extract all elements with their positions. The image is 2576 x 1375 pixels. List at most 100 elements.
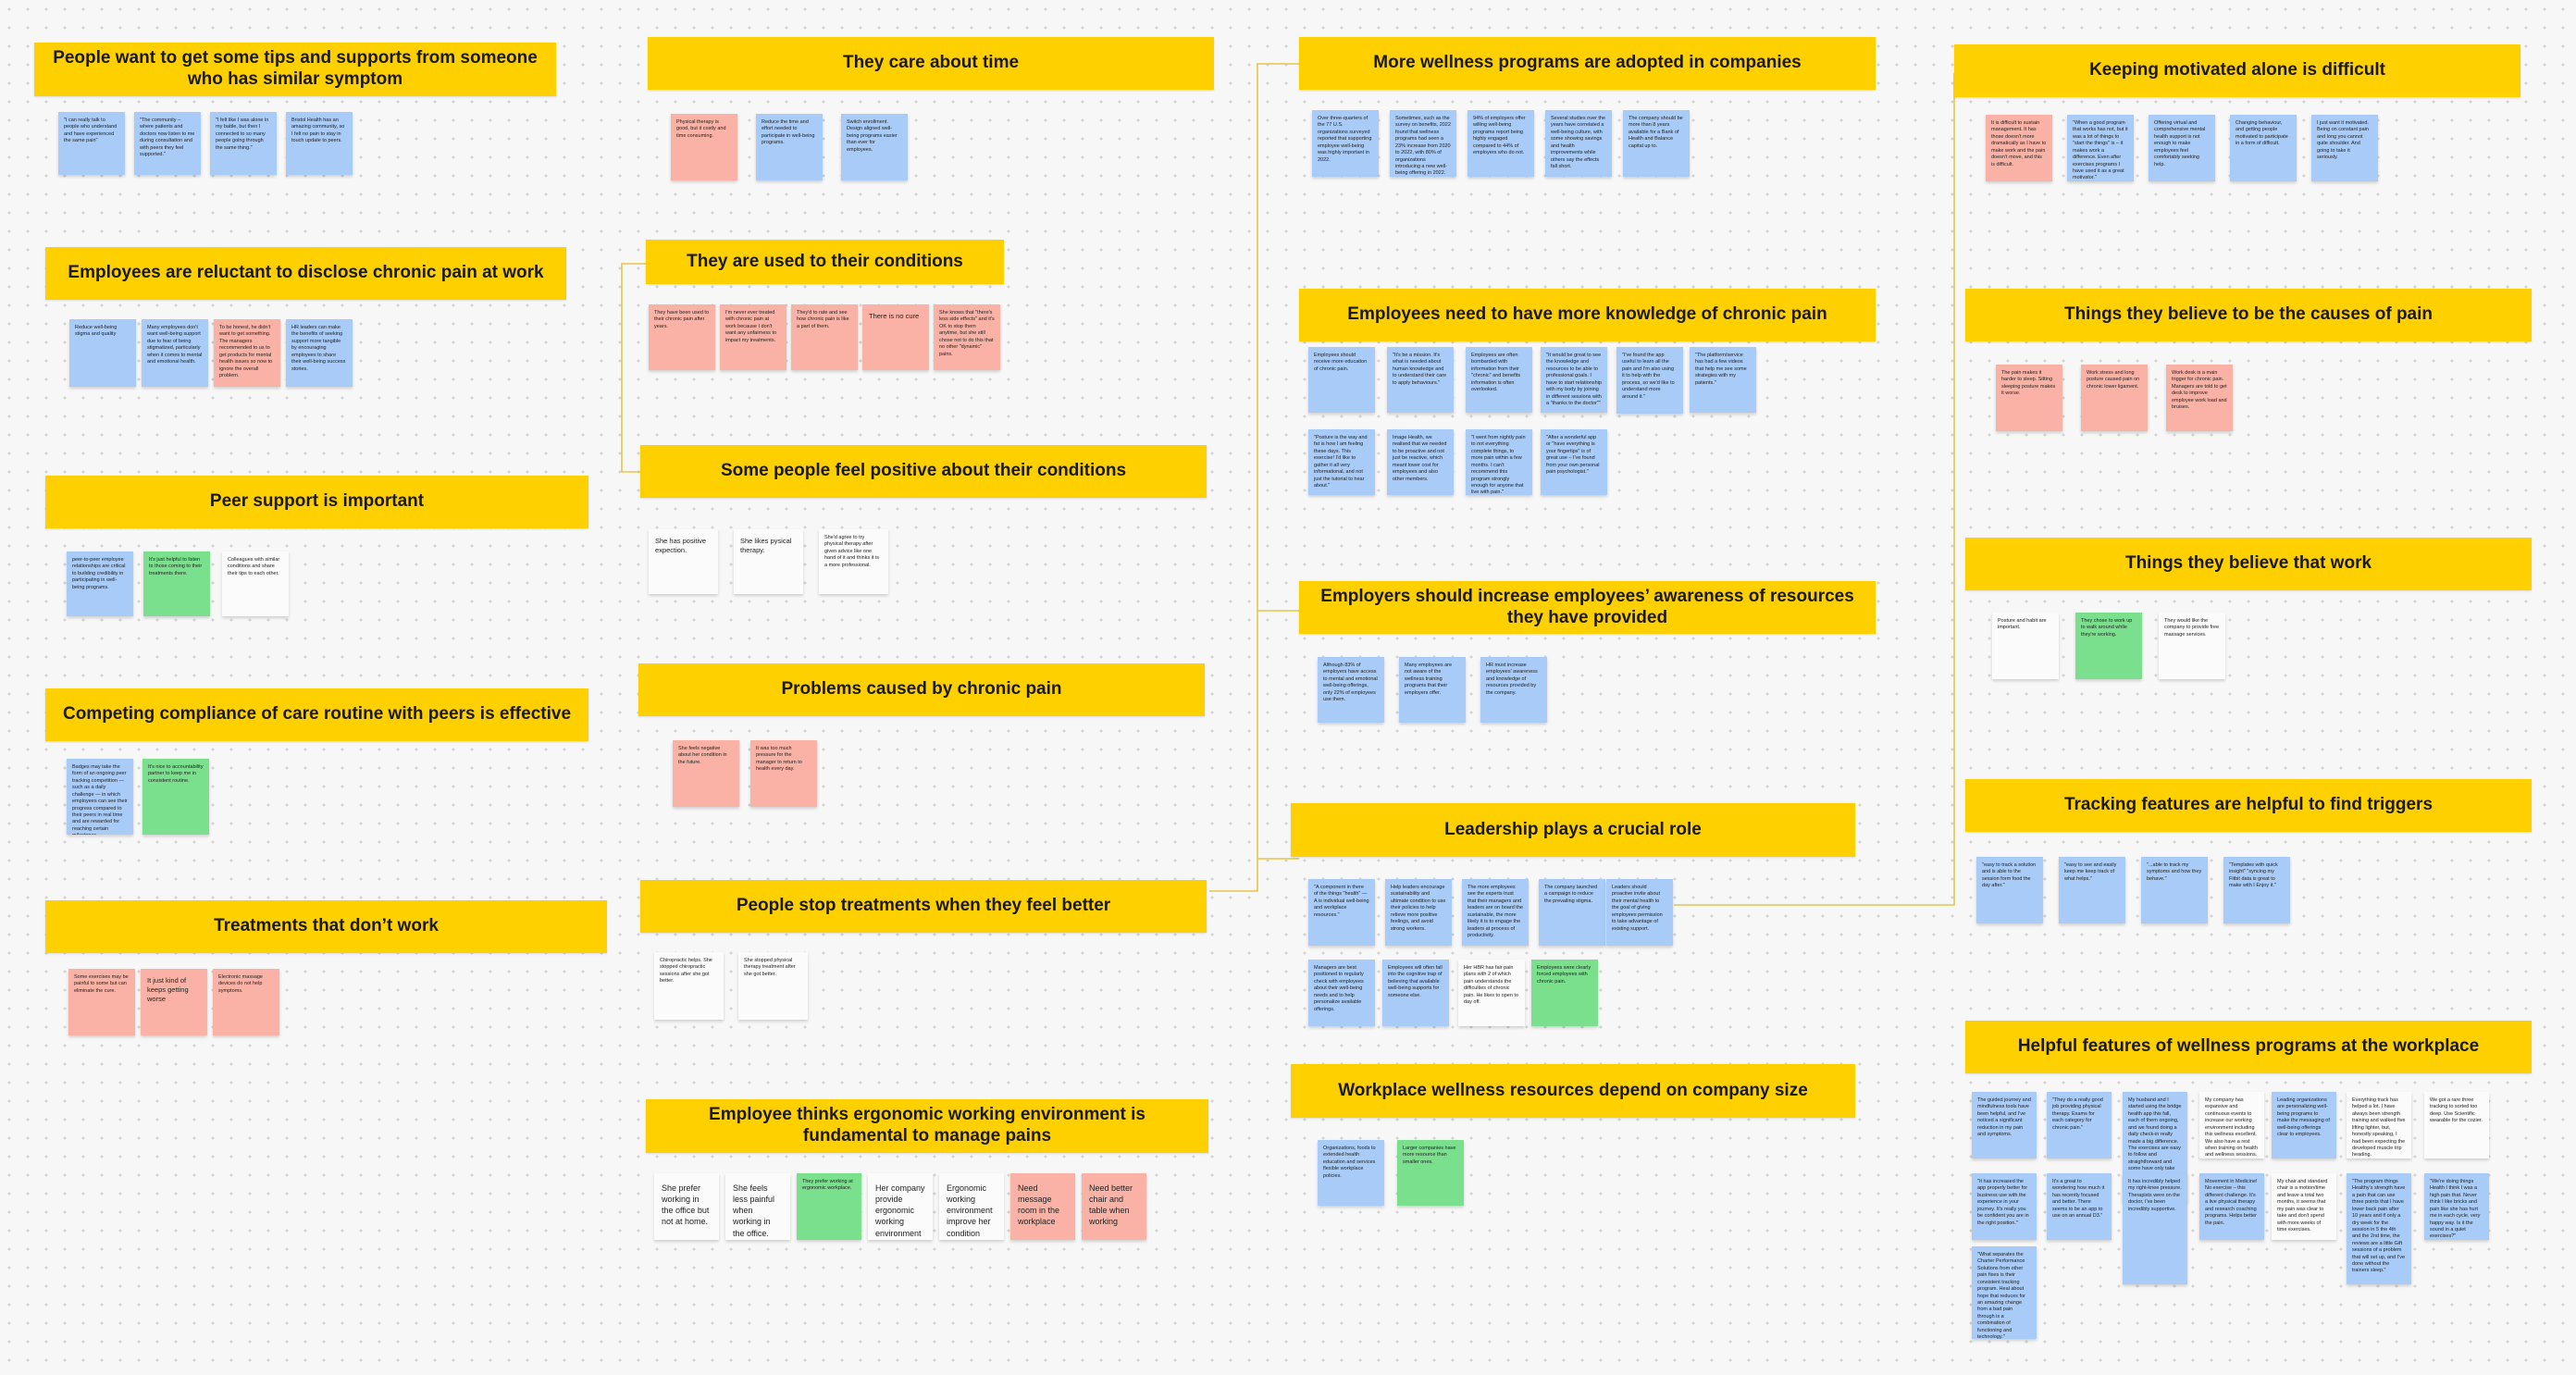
- sticky-note[interactable]: "The platform/service has had a few vide…: [1690, 347, 1756, 413]
- sticky-note[interactable]: "They do a really good job providing phy…: [2047, 1092, 2112, 1158]
- section-header[interactable]: Workplace wellness resources depend on c…: [1291, 1064, 1855, 1118]
- sticky-note[interactable]: Her company provide ergonomic working en…: [868, 1173, 933, 1240]
- section-header[interactable]: Employers should increase employees’ awa…: [1299, 581, 1876, 634]
- sticky-note[interactable]: There is no cure: [862, 304, 929, 370]
- sticky-note[interactable]: Employees should receive more education …: [1308, 347, 1375, 413]
- sticky-note[interactable]: She prefer working in the office but not…: [654, 1173, 719, 1240]
- sticky-note[interactable]: Organizations, foods to extended health …: [1318, 1140, 1384, 1206]
- section-header[interactable]: Some people feel positive about their co…: [640, 445, 1207, 498]
- sticky-note[interactable]: They prefer working at ergonomic workpla…: [797, 1173, 861, 1240]
- sticky-note[interactable]: Help leaders encourage sustainability an…: [1385, 879, 1452, 946]
- section-header[interactable]: Helpful features of wellness programs at…: [1965, 1021, 2532, 1073]
- section-header[interactable]: They are used to their conditions: [646, 240, 1004, 284]
- sticky-note[interactable]: She feels less painful when working in t…: [725, 1173, 790, 1240]
- sticky-note[interactable]: Although 83% of employers have access to…: [1318, 657, 1384, 723]
- sticky-note[interactable]: HR must increase employees' awareness an…: [1480, 657, 1547, 723]
- sticky-note[interactable]: Over three-quarters of the 77 U.S. organ…: [1312, 110, 1379, 177]
- sticky-note[interactable]: peer-to-peer employee relationships are …: [67, 551, 133, 616]
- sticky-note[interactable]: She feels negative about her condition i…: [673, 740, 739, 807]
- sticky-note[interactable]: "When a good program that works has not,…: [2067, 115, 2134, 181]
- sticky-note[interactable]: "We're doing things Health I think I was…: [2424, 1173, 2489, 1240]
- sticky-note[interactable]: Chiropractic helps. She stopped chiropra…: [654, 952, 724, 1020]
- sticky-note[interactable]: Some exercises may be painful to some bu…: [68, 969, 135, 1035]
- sticky-note[interactable]: My chair and standard chair is a motion/…: [2272, 1173, 2336, 1240]
- sticky-note[interactable]: HR leaders can make the benefits of seek…: [286, 319, 353, 387]
- section-header[interactable]: Treatments that don’t work: [45, 900, 607, 953]
- sticky-note[interactable]: To be honest, he didn't want to get some…: [214, 319, 280, 387]
- sticky-note[interactable]: My company has expansive and continuous …: [2199, 1092, 2264, 1158]
- sticky-note[interactable]: "It has increased the app properly bette…: [1972, 1173, 2037, 1240]
- sticky-note[interactable]: They would like the company to provide f…: [2159, 613, 2225, 679]
- sticky-note[interactable]: "The community – where patients and doct…: [134, 112, 201, 175]
- sticky-note[interactable]: Physical therapy is good, but it costly …: [671, 114, 737, 180]
- sticky-note[interactable]: She'd agree to try physical therapy afte…: [819, 529, 888, 594]
- section-header[interactable]: Problems caused by chronic pain: [638, 663, 1205, 716]
- sticky-note[interactable]: Ergonomic working environment improve he…: [939, 1173, 1004, 1240]
- section-header[interactable]: Keeping motivated alone is difficult: [1954, 44, 2520, 97]
- sticky-note[interactable]: The company should be more than 8 years …: [1623, 110, 1690, 177]
- section-header[interactable]: They care about time: [648, 37, 1214, 90]
- sticky-note[interactable]: It has incredibly helped my right-knee p…: [2123, 1173, 2187, 1284]
- sticky-note[interactable]: She has positive expection.: [649, 529, 718, 594]
- sticky-note[interactable]: "Posture is the way and fat is how I am …: [1308, 429, 1375, 495]
- sticky-note[interactable]: Movement in Medicine! No exercise – this…: [2199, 1173, 2264, 1240]
- sticky-note[interactable]: They have been used to their chronic pai…: [649, 304, 715, 370]
- sticky-note[interactable]: Bristol Health has an amazing community,…: [286, 112, 353, 175]
- sticky-note[interactable]: "easy to track a solution and is able to…: [1976, 857, 2043, 923]
- sticky-note[interactable]: "It's be a mission. It's what is needed …: [1387, 347, 1454, 413]
- sticky-note[interactable]: She likes pysical therapy.: [734, 529, 803, 594]
- section-header[interactable]: Employee thinks ergonomic working enviro…: [646, 1099, 1208, 1153]
- sticky-note[interactable]: Many employees don't want well-being sup…: [142, 319, 208, 387]
- sticky-note[interactable]: Sometimes, such as the survey on benefit…: [1390, 110, 1456, 177]
- sticky-note[interactable]: Employees are often bombarded with infor…: [1466, 347, 1532, 413]
- sticky-note[interactable]: "It would be great to see the knowledge …: [1541, 347, 1607, 413]
- sticky-note[interactable]: The more employees see the experts trust…: [1462, 879, 1529, 946]
- section-header[interactable]: Peer support is important: [45, 476, 588, 528]
- sticky-note[interactable]: It is difficult to sustain management. I…: [1986, 115, 2052, 181]
- sticky-note[interactable]: Larger companies have more resource than…: [1397, 1140, 1464, 1206]
- section-header[interactable]: Leadership plays a crucial role: [1291, 803, 1855, 857]
- sticky-note[interactable]: They chose to work up to walk around whi…: [2075, 613, 2142, 679]
- sticky-note[interactable]: We got a rare three tracking to sorted t…: [2424, 1092, 2489, 1158]
- sticky-note[interactable]: "What separates the Charter Performance …: [1972, 1246, 2037, 1339]
- sticky-note[interactable]: The guided journey and mindfulness tools…: [1972, 1092, 2037, 1158]
- sticky-note[interactable]: I'm never ever treated with chronic pain…: [720, 304, 786, 370]
- sticky-note[interactable]: "I went from nightly pain to not everyth…: [1466, 429, 1532, 495]
- sticky-note[interactable]: She knows that "there's less side effect…: [934, 304, 1000, 370]
- sticky-note[interactable]: "...able to track my symptoms and how th…: [2141, 857, 2208, 923]
- sticky-note[interactable]: She stopped physical therapy treatment a…: [738, 952, 808, 1020]
- section-header[interactable]: People want to get some tips and support…: [34, 43, 556, 96]
- sticky-note[interactable]: It's a great to wondering how much it ha…: [2047, 1173, 2112, 1240]
- sticky-note[interactable]: I just want it motivated. Being on const…: [2311, 115, 2378, 181]
- sticky-note[interactable]: Reduce the time and effort needed to par…: [756, 114, 823, 180]
- section-header[interactable]: More wellness programs are adopted in co…: [1299, 37, 1876, 90]
- sticky-note[interactable]: "I felt like I was alone in my battle, b…: [210, 112, 277, 175]
- section-header[interactable]: Things they believe that work: [1965, 538, 2532, 590]
- section-header[interactable]: Employees are reluctant to disclose chro…: [45, 247, 566, 300]
- section-header[interactable]: Tracking features are helpful to find tr…: [1965, 779, 2532, 832]
- sticky-note[interactable]: Work desk is a main trigger for chronic …: [2166, 365, 2233, 431]
- sticky-note[interactable]: "I can really talk to people who underst…: [58, 112, 125, 175]
- section-header[interactable]: Competing compliance of care routine wit…: [45, 688, 588, 741]
- sticky-note[interactable]: Work stress and long posture caused pain…: [2081, 365, 2148, 431]
- sticky-note[interactable]: Badges may take the form of an ongoing p…: [67, 759, 133, 835]
- sticky-note[interactable]: "After a wonderful app or "have everythi…: [1541, 429, 1607, 495]
- sticky-note[interactable]: Leaders should proactive invite about th…: [1606, 879, 1673, 946]
- section-header[interactable]: Employees need to have more knowledge of…: [1299, 289, 1876, 341]
- sticky-note[interactable]: It's just helpful to listen to those com…: [143, 551, 210, 616]
- sticky-note[interactable]: Her HBR has fair pain plans with 2 of wh…: [1458, 960, 1525, 1026]
- sticky-note[interactable]: It just kind of keeps getting worse: [141, 969, 207, 1035]
- sticky-note[interactable]: "I've found the app useful to learn all …: [1616, 347, 1683, 414]
- sticky-note[interactable]: "A component in there of the things "hea…: [1308, 879, 1375, 946]
- sticky-note[interactable]: It's nice to accountability partner to k…: [142, 759, 209, 835]
- sticky-note[interactable]: "Templates with quick insight" "syncing …: [2223, 857, 2290, 923]
- sticky-note[interactable]: Need message room in the workplace: [1010, 1173, 1075, 1240]
- sticky-note[interactable]: Offering virtual and comprehensive menta…: [2149, 115, 2215, 181]
- sticky-note[interactable]: Electronic massage devices do not help s…: [213, 969, 279, 1035]
- sticky-note[interactable]: They'd to rate and see how chronic pain …: [791, 304, 858, 370]
- sticky-note[interactable]: "The program things Healthy's strength h…: [2347, 1173, 2411, 1284]
- sticky-note[interactable]: Several studies over the years have corr…: [1545, 110, 1612, 177]
- sticky-note[interactable]: Posture and habit are important.: [1992, 613, 2059, 679]
- sticky-note[interactable]: Reduce well-being stigma and quality: [69, 319, 136, 387]
